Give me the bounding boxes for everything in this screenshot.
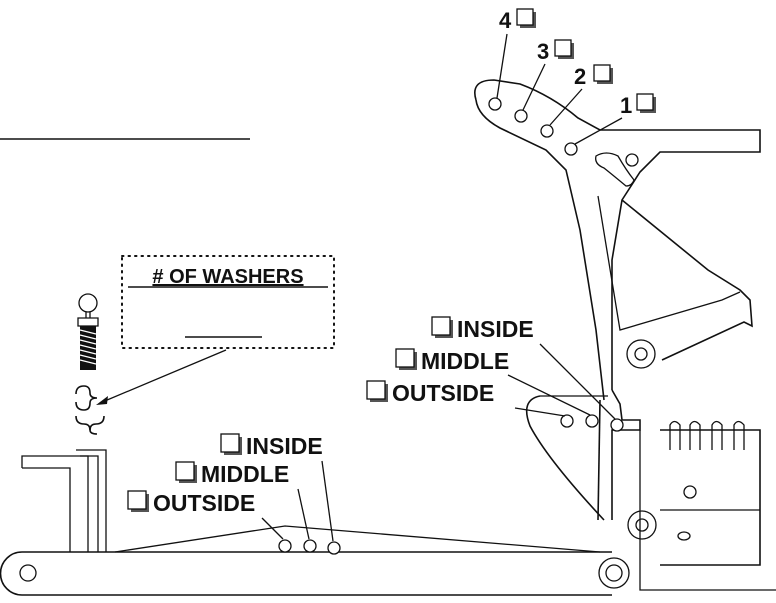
upper-position-1-checkbox[interactable] bbox=[636, 93, 654, 111]
washers-arrow bbox=[96, 349, 227, 405]
upper-mount-outside[interactable]: OUTSIDE bbox=[366, 380, 494, 406]
upper-hole-3 bbox=[514, 109, 528, 123]
left-bracket bbox=[21, 449, 107, 552]
upper-middle-label: MIDDLE bbox=[421, 348, 509, 374]
upper-link-holes bbox=[488, 97, 578, 156]
upper-outside-checkbox[interactable] bbox=[366, 380, 386, 400]
upper-position-3[interactable]: 3 bbox=[537, 39, 574, 64]
upper-position-4-checkbox[interactable] bbox=[516, 8, 534, 26]
lower-mount-outside[interactable]: OUTSIDE bbox=[127, 490, 255, 516]
washers-box-title: # OF WASHERS bbox=[152, 266, 303, 288]
lower-arm bbox=[0, 525, 630, 596]
upper-position-1[interactable]: 1 bbox=[620, 93, 656, 118]
upper-position-3-checkbox[interactable] bbox=[554, 39, 572, 57]
upper-hole-1 bbox=[564, 142, 578, 156]
lower-middle-checkbox[interactable] bbox=[175, 461, 195, 481]
upper-inside-checkbox[interactable] bbox=[431, 316, 451, 336]
lower-middle-label: MIDDLE bbox=[201, 461, 289, 487]
lower-outside-label: OUTSIDE bbox=[153, 490, 255, 516]
upper-position-label: 3 bbox=[537, 39, 549, 64]
ball-stud bbox=[77, 293, 99, 370]
upper-inside-label: INSIDE bbox=[457, 316, 534, 342]
upper-mount-holes bbox=[560, 414, 624, 432]
washers-box: # OF WASHERS bbox=[121, 255, 335, 349]
upper-mount-middle[interactable]: MIDDLE bbox=[395, 348, 509, 374]
upper-position-label: 1 bbox=[620, 93, 632, 118]
upper-position-2-checkbox[interactable] bbox=[593, 64, 611, 82]
upper-frame bbox=[474, 79, 776, 591]
lower-mount-middle[interactable]: MIDDLE bbox=[175, 461, 289, 487]
upper-position-label: 2 bbox=[574, 64, 586, 89]
upper-middle-checkbox[interactable] bbox=[395, 348, 415, 368]
upper-outside-label: OUTSIDE bbox=[392, 380, 494, 406]
lower-inside-label: INSIDE bbox=[246, 433, 323, 459]
upper-hole-2 bbox=[540, 124, 554, 138]
lower-outside-checkbox[interactable] bbox=[127, 490, 147, 510]
upper-position-4[interactable]: 4 bbox=[499, 8, 536, 33]
upper-position-label: 4 bbox=[499, 8, 512, 33]
lower-mount-holes bbox=[278, 539, 341, 555]
lower-inside-checkbox[interactable] bbox=[220, 433, 240, 453]
upper-hole-4 bbox=[488, 97, 502, 111]
lower-mount-inside[interactable]: INSIDE bbox=[220, 433, 323, 459]
washer-braces bbox=[75, 385, 105, 435]
upper-mount-inside[interactable]: INSIDE bbox=[431, 316, 534, 342]
upper-position-2[interactable]: 2 bbox=[574, 64, 613, 89]
